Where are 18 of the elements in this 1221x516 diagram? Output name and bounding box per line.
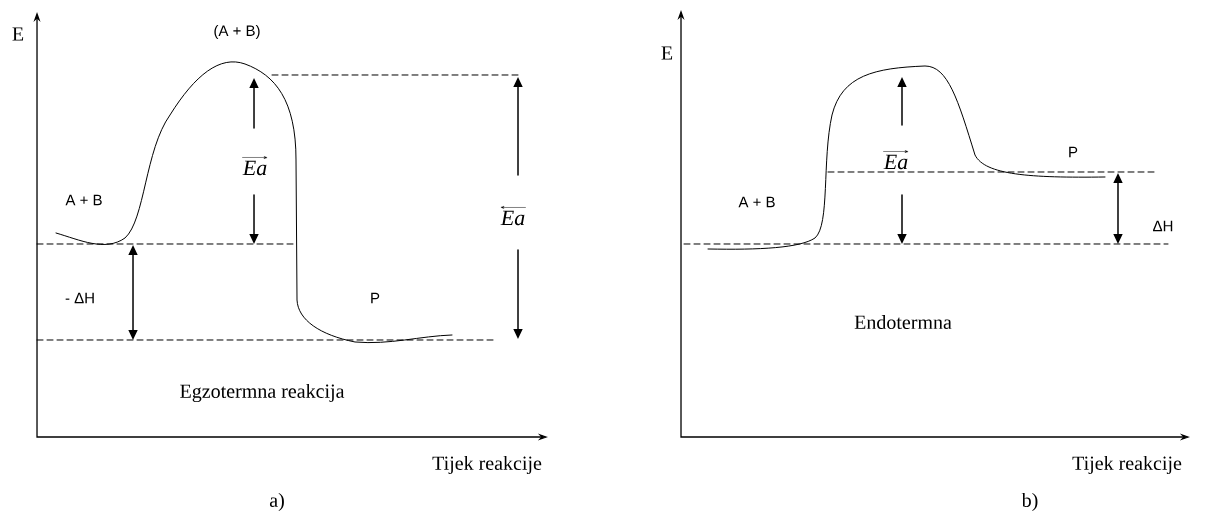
enthalpy-label: ΔH [1151,219,1175,233]
peak-label: (A + B) [212,24,262,40]
reactant-label: A + B [737,195,777,209]
panel-label: b) [1020,491,1040,513]
reaction-type-label: Egzotermna reakcija [178,382,346,404]
product-label: P [1067,145,1079,159]
axis-title: Tijek reakcije [1071,454,1183,476]
reactant-label: A + B [64,193,104,207]
panel-label: a) [268,491,286,513]
axis-label: E [659,45,675,61]
vector-symbol-label: Ea [882,150,910,171]
axis-title: Tijek reakcije [431,454,543,476]
vector-symbol-label: Ea [241,156,269,177]
enthalpy-label: - ΔH [64,291,96,305]
vector-symbol-label: Ea [499,206,527,227]
product-label: P [369,291,381,305]
axis-label: E [10,26,26,42]
reaction-type-label: Endotermna [853,313,953,331]
